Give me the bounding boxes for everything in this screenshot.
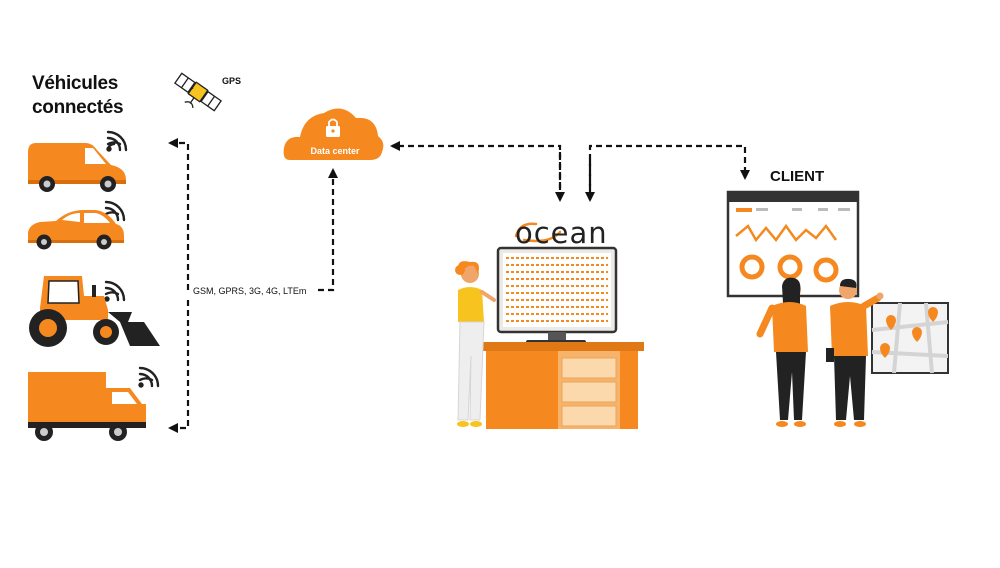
truck-icon — [28, 372, 146, 441]
gps-label: GPS — [222, 76, 242, 86]
cloud-lock-icon — [283, 108, 384, 160]
arrow-to-vehicles-top — [168, 138, 190, 290]
connectors — [168, 138, 750, 433]
arrow-to-datacenter — [318, 168, 338, 292]
brand-logo: ocean — [515, 216, 608, 250]
car-icon — [28, 210, 124, 250]
diagram-title: Véhicules connectés — [32, 73, 124, 118]
arrow-to-vehicles-bottom — [168, 300, 190, 433]
datacenter-label: Data center — [310, 146, 360, 156]
van-icon — [28, 143, 126, 192]
map-icon — [871, 302, 949, 374]
arrow-to-client — [588, 144, 750, 200]
satellite-icon — [173, 72, 223, 112]
wifi-signal-icon — [104, 130, 160, 388]
tractor-icon — [29, 276, 160, 347]
network-label: GSM, GPRS, 3G, 4G, LTEm — [190, 286, 310, 296]
workstation-icon — [455, 246, 644, 429]
brand-logo-swoosh — [514, 222, 562, 243]
client-people — [756, 277, 884, 427]
client-label: CLIENT — [770, 168, 825, 185]
arrow-ocean-to-datacenter — [390, 141, 562, 200]
